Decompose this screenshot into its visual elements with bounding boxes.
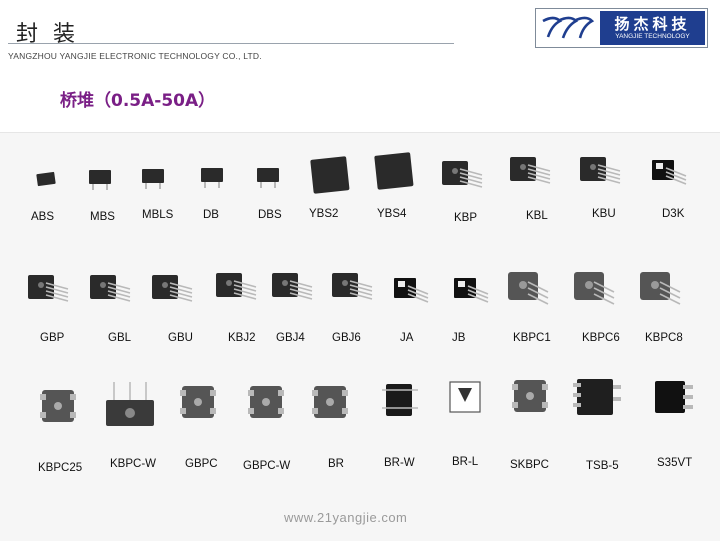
package-label: YBS4 xyxy=(377,208,407,220)
package-label: SKBPC xyxy=(510,459,549,471)
package-image xyxy=(88,271,132,309)
package-image xyxy=(372,150,416,194)
package-image xyxy=(648,154,688,190)
package-image xyxy=(578,153,622,191)
package-image xyxy=(214,269,258,307)
package-image xyxy=(197,165,227,191)
package-label: KBPC6 xyxy=(582,332,620,344)
package-image xyxy=(270,269,314,307)
package-label: ABS xyxy=(31,211,55,223)
package-image xyxy=(178,382,222,426)
package-image xyxy=(38,386,82,430)
package-image xyxy=(138,166,168,192)
package-image xyxy=(246,382,290,426)
package-label: GBU xyxy=(168,332,193,344)
package-gallery xyxy=(0,132,720,541)
company-logo: 扬杰科技 YANGJIE TECHNOLOGY xyxy=(535,8,708,48)
package-image xyxy=(506,270,550,310)
package-label: D3K xyxy=(662,208,685,220)
package-label: GBPC xyxy=(185,458,218,470)
package-image xyxy=(510,376,554,420)
package-image xyxy=(572,270,616,310)
package-label: BR xyxy=(328,458,344,470)
package-label: GBPC-W xyxy=(243,460,291,472)
package-label: BR-W xyxy=(384,457,415,469)
package-image xyxy=(573,375,623,421)
package-image xyxy=(26,271,70,309)
company-name: YANGZHOU YANGJIE ELECTRONIC TECHNOLOGY C… xyxy=(8,51,262,61)
package-label: JB xyxy=(452,332,466,344)
package-image xyxy=(440,157,484,195)
package-image xyxy=(33,168,59,190)
package-label: KBPC1 xyxy=(513,332,551,344)
package-label: BR-L xyxy=(452,456,479,468)
package-image xyxy=(649,375,695,421)
package-image xyxy=(508,153,552,191)
package-label: KBP xyxy=(454,212,478,224)
footer-url: www.21yangjie.com xyxy=(284,510,408,525)
package-label: S35VT xyxy=(657,457,693,469)
package-label: GBJ4 xyxy=(276,332,305,344)
package-image xyxy=(450,272,490,308)
package-label: DBS xyxy=(258,209,282,221)
package-label: GBP xyxy=(40,332,65,344)
package-label: KBPC8 xyxy=(645,332,683,344)
section-title: 桥堆（0.5A-50A） xyxy=(60,91,216,111)
logo-en-text: YANGJIE TECHNOLOGY xyxy=(615,33,690,40)
package-image xyxy=(253,165,283,191)
package-label: KBPC-W xyxy=(110,458,156,470)
package-image xyxy=(390,272,430,308)
package-image xyxy=(308,154,352,198)
package-label: KBPC25 xyxy=(38,462,83,474)
package-label: YBS2 xyxy=(309,208,339,220)
package-image xyxy=(85,167,115,193)
package-image xyxy=(378,378,422,422)
package-label: KBJ2 xyxy=(228,332,256,344)
package-image xyxy=(330,269,374,307)
package-label: KBU xyxy=(592,208,616,220)
package-label: TSB-5 xyxy=(586,460,619,472)
package-label: MBS xyxy=(90,211,115,223)
package-label: GBJ6 xyxy=(332,332,361,344)
package-label: DB xyxy=(203,209,219,221)
package-label: GBL xyxy=(108,332,132,344)
logo-mark-icon xyxy=(542,16,595,39)
page-title: 封 装 xyxy=(16,22,79,47)
package-label: JA xyxy=(400,332,414,344)
package-label: MBLS xyxy=(142,209,174,221)
package-image xyxy=(150,271,194,309)
title-divider xyxy=(8,43,454,44)
package-image xyxy=(446,378,486,418)
logo-cn-text: 扬杰科技 xyxy=(614,15,691,33)
package-image xyxy=(100,380,160,430)
package-image xyxy=(310,382,354,426)
package-image xyxy=(638,270,682,310)
logo-text-box: 扬杰科技 YANGJIE TECHNOLOGY xyxy=(600,11,705,45)
package-label: KBL xyxy=(526,210,548,222)
